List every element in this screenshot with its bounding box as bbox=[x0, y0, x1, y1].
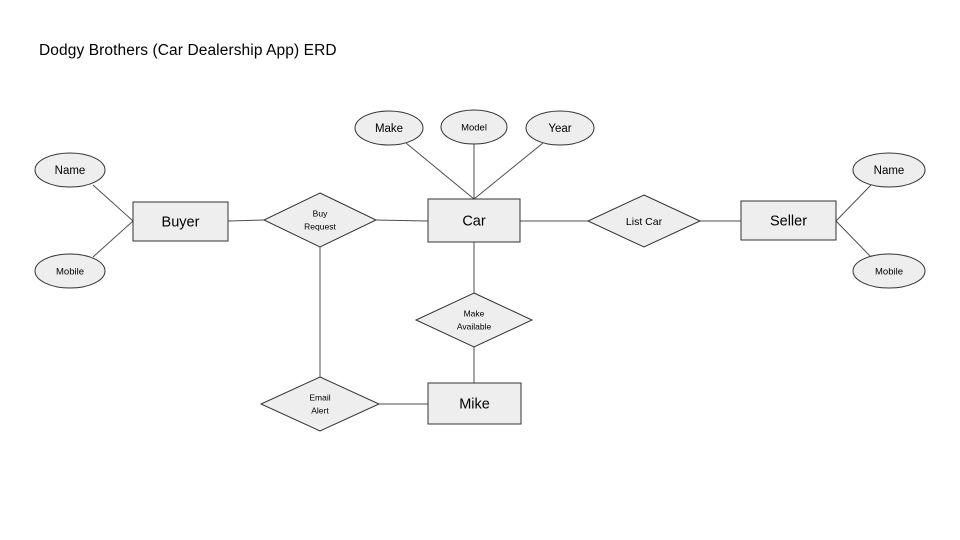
attribute-label: Mobile bbox=[875, 267, 903, 278]
attribute-car-model[interactable]: Model bbox=[440, 109, 508, 145]
attribute-label: Name bbox=[55, 165, 86, 177]
diamond-shape bbox=[262, 192, 378, 248]
edge-buyer-name bbox=[92, 184, 134, 222]
relationship-label-line-1: List Car bbox=[626, 216, 663, 228]
attribute-label: Model bbox=[461, 123, 487, 134]
entity-label: Mike bbox=[459, 396, 490, 412]
entity-label: Seller bbox=[770, 213, 807, 229]
diamond-shape bbox=[586, 194, 702, 248]
rectangle-shape bbox=[740, 200, 837, 241]
attribute-seller-mobile[interactable]: Mobile bbox=[852, 253, 926, 289]
relationship-label-line-2: Request bbox=[304, 221, 336, 231]
ellipse-shape bbox=[525, 110, 595, 146]
entity-car[interactable]: Car bbox=[427, 198, 521, 243]
diamond-shape bbox=[259, 376, 381, 432]
edge-buyer-buy-request bbox=[227, 219, 265, 222]
relationship-make-available[interactable]: Make Available bbox=[414, 292, 534, 348]
attribute-buyer-mobile[interactable]: Mobile bbox=[34, 253, 106, 289]
ellipse-shape bbox=[852, 152, 926, 188]
ellipse-shape bbox=[34, 253, 106, 289]
attribute-seller-name[interactable]: Name bbox=[852, 152, 926, 188]
ellipse-shape bbox=[852, 253, 926, 289]
entity-label: Buyer bbox=[162, 214, 200, 230]
entity-seller[interactable]: Seller bbox=[740, 200, 837, 241]
entity-mike[interactable]: Mike bbox=[427, 382, 522, 425]
relationship-label-line-2: Alert bbox=[311, 405, 329, 415]
rectangle-shape bbox=[427, 198, 521, 243]
attribute-label: Name bbox=[874, 165, 905, 177]
ellipse-shape bbox=[440, 109, 508, 145]
attribute-label: Make bbox=[375, 123, 403, 135]
attribute-label: Mobile bbox=[56, 267, 84, 278]
edge-layer bbox=[92, 142, 872, 405]
edge-seller-mobile bbox=[835, 220, 872, 258]
edge-buyer-mobile bbox=[92, 220, 134, 258]
relationship-label-line-1: Make bbox=[464, 308, 485, 318]
page-title: Dodgy Brothers (Car Dealership App) ERD bbox=[39, 42, 337, 59]
relationship-label-line-1: Email bbox=[309, 392, 330, 402]
edge-car-year bbox=[473, 142, 544, 200]
relationship-buy-request[interactable]: Buy Request bbox=[262, 192, 378, 248]
edge-car-make bbox=[405, 142, 475, 200]
ellipse-shape bbox=[34, 152, 106, 188]
relationship-email-alert[interactable]: Email Alert bbox=[259, 376, 381, 432]
attribute-car-year[interactable]: Year bbox=[525, 110, 595, 146]
relationship-label-line-1: Buy bbox=[313, 208, 328, 218]
edge-seller-name bbox=[835, 184, 872, 222]
entity-label: Car bbox=[462, 213, 486, 229]
edge-buy-request-car bbox=[375, 219, 429, 222]
rectangle-shape bbox=[132, 201, 229, 242]
relationship-label-line-2: Available bbox=[457, 321, 492, 331]
attribute-car-make[interactable]: Make bbox=[354, 110, 424, 146]
attribute-layer: Name Mobile Make Model Year Name bbox=[34, 109, 926, 289]
relationship-list-car[interactable]: List Car bbox=[586, 194, 702, 248]
diamond-shape bbox=[414, 292, 534, 348]
attribute-buyer-name[interactable]: Name bbox=[34, 152, 106, 188]
attribute-label: Year bbox=[548, 123, 571, 135]
ellipse-shape bbox=[354, 110, 424, 146]
entity-buyer[interactable]: Buyer bbox=[132, 201, 229, 242]
rectangle-shape bbox=[427, 382, 522, 425]
relationship-layer: Buy Request List Car Make Available Emai… bbox=[259, 192, 702, 432]
entity-layer: Buyer Car Seller Mike bbox=[132, 198, 837, 425]
